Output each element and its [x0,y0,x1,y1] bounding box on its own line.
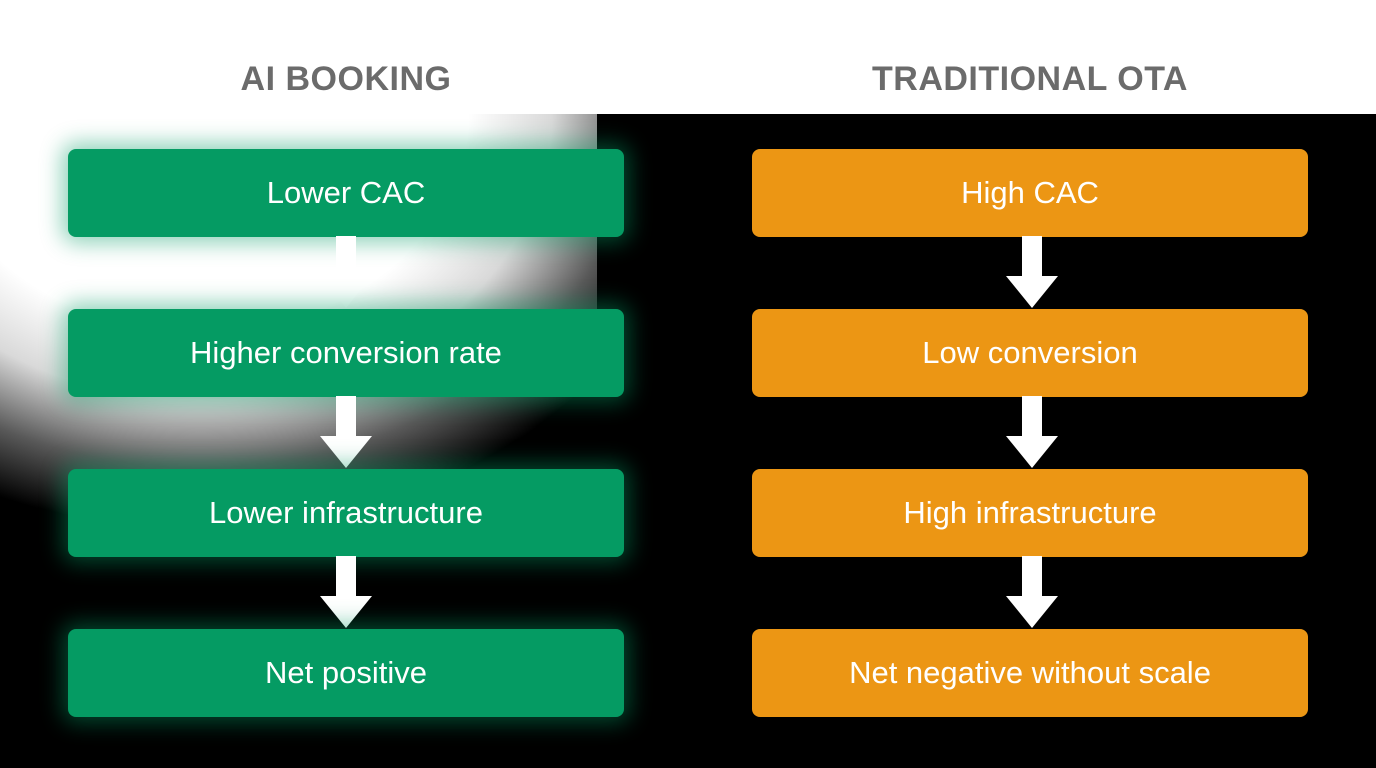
step-box-lower-infrastructure: Lower infrastructure [68,469,624,557]
down-arrow-icon [320,396,372,468]
step-box-net-negative-without-scale: Net negative without scale [752,629,1308,717]
down-arrow-icon [1006,236,1058,308]
background-top-band [0,0,1376,114]
step-box-low-conversion: Low conversion [752,309,1308,397]
step-box-high-cac: High CAC [752,149,1308,237]
left-column-title: AI BOOKING [240,60,452,98]
step-box-net-positive: Net positive [68,629,624,717]
step-box-high-infrastructure: High infrastructure [752,469,1308,557]
step-box-lower-cac: Lower CAC [68,149,624,237]
down-arrow-icon [1006,396,1058,468]
down-arrow-icon [320,236,372,308]
down-arrow-icon [1006,556,1058,628]
step-box-higher-conversion-rate: Higher conversion rate [68,309,624,397]
down-arrow-icon [320,556,372,628]
right-column-title: TRADITIONAL OTA [872,60,1188,98]
